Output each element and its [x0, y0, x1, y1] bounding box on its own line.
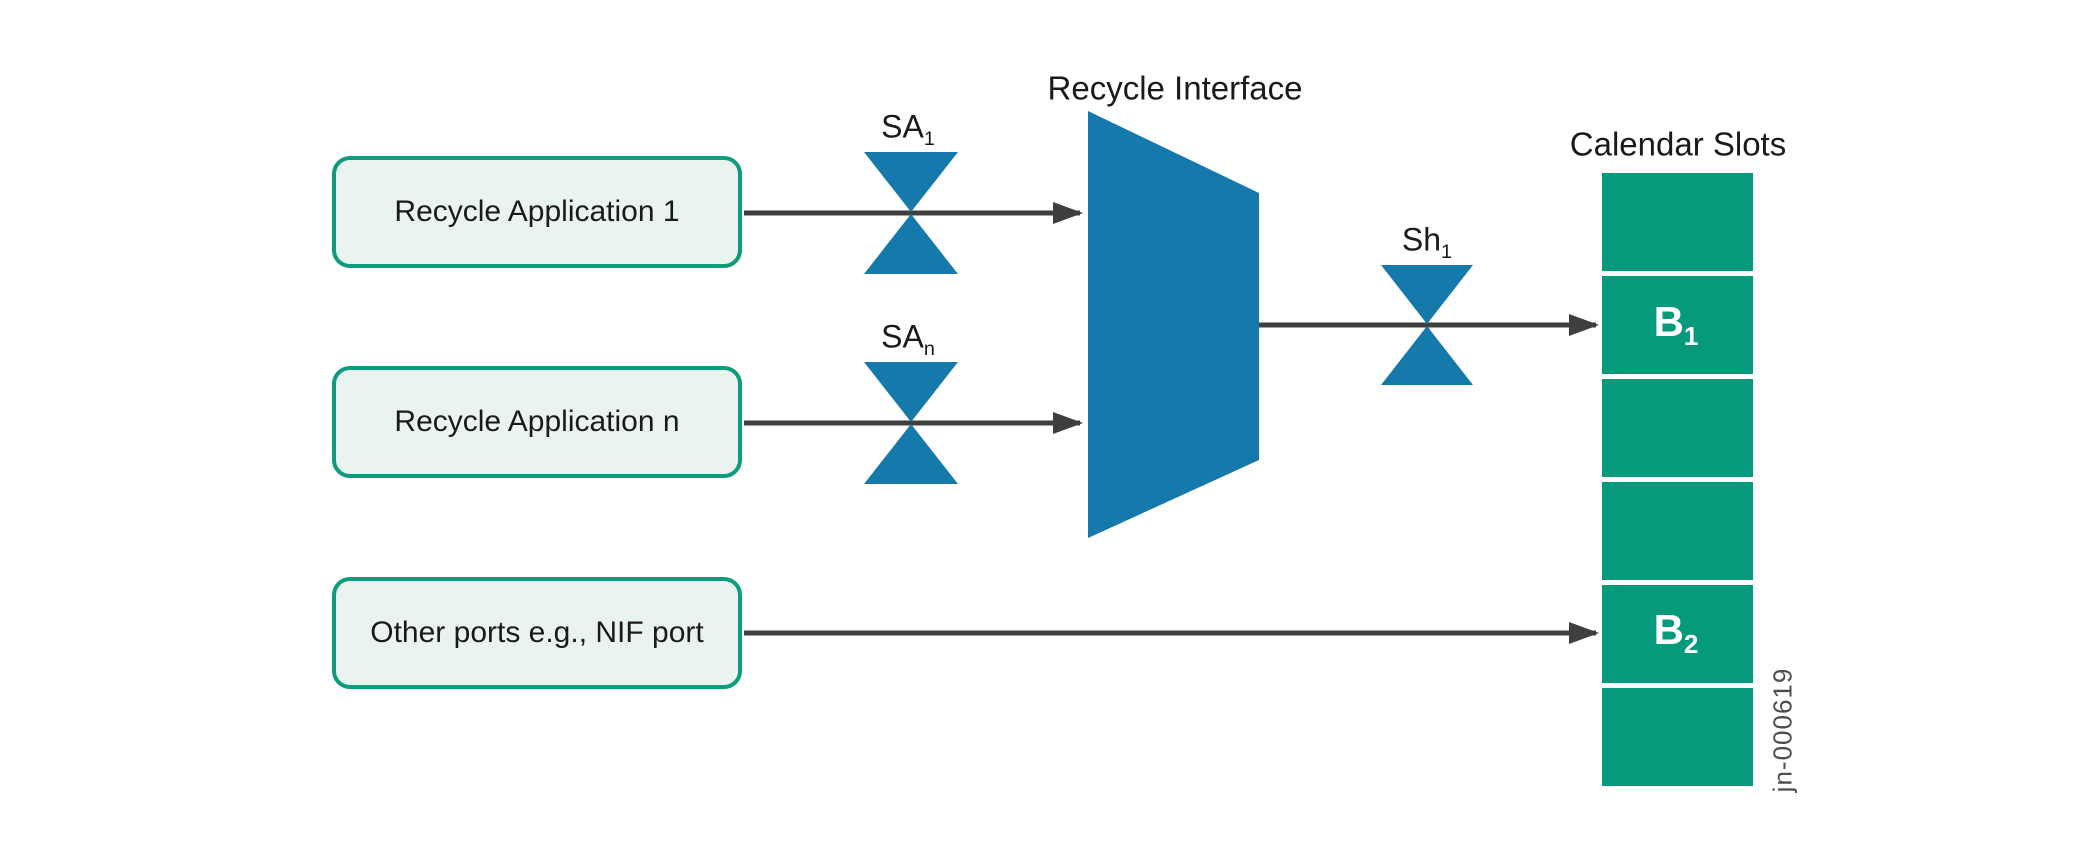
box-label: Other ports e.g., NIF port: [370, 616, 704, 649]
shaper-san-label: SAn: [881, 320, 935, 359]
label-sub: 1: [1683, 321, 1699, 352]
shaper-sa1-bottom-triangle: [864, 214, 958, 274]
calendar-slot: [1602, 688, 1753, 786]
shaper-sh1-top-triangle: [1381, 265, 1473, 324]
calendar-slot: [1602, 173, 1753, 271]
label-base: SA: [881, 108, 924, 145]
label-sub: 1: [1441, 240, 1453, 263]
shaper-sh1-bottom-triangle: [1381, 326, 1473, 385]
calendar-slot-b1: [1602, 276, 1753, 374]
box-recycle-application-1: Recycle Application 1: [332, 156, 742, 268]
box-recycle-application-n: Recycle Application n: [332, 366, 742, 478]
figure-id: jn-000619: [1767, 667, 1798, 793]
label-sub: n: [923, 337, 935, 360]
shaper-san-icon: [864, 362, 958, 484]
label-base: SA: [881, 318, 924, 355]
shaper-sa1-label: SA1: [881, 110, 935, 149]
box-label: Recycle Application n: [394, 405, 680, 438]
calendar-slot: [1602, 379, 1753, 477]
label-base: B: [1653, 605, 1684, 653]
label-sub: 2: [1683, 629, 1699, 660]
recycle-interface-shape: [1088, 111, 1259, 538]
slot-b1-label: B1: [1653, 297, 1699, 352]
box-other-ports: Other ports e.g., NIF port: [332, 577, 742, 689]
calendar-slots-column: [1602, 173, 1753, 786]
shaper-sh1-label: Sh1: [1402, 223, 1452, 262]
shaper-sa1-top-triangle: [864, 152, 958, 212]
label-sub: 1: [923, 127, 935, 150]
calendar-slots-title: Calendar Slots: [1569, 125, 1787, 163]
shaper-san-top-triangle: [864, 362, 958, 422]
shaper-sa1-icon: [864, 152, 958, 274]
box-label: Recycle Application 1: [394, 195, 680, 228]
label-base: B: [1653, 297, 1684, 345]
calendar-slot: [1602, 482, 1753, 580]
shaper-san-bottom-triangle: [864, 424, 958, 484]
slot-b2-label: B2: [1653, 605, 1699, 660]
label-base: Sh: [1401, 221, 1442, 258]
shaper-sh1-icon: [1381, 265, 1473, 385]
recycle-interface-title: Recycle Interface: [1047, 69, 1303, 107]
calendar-slot-b2: [1602, 585, 1753, 683]
